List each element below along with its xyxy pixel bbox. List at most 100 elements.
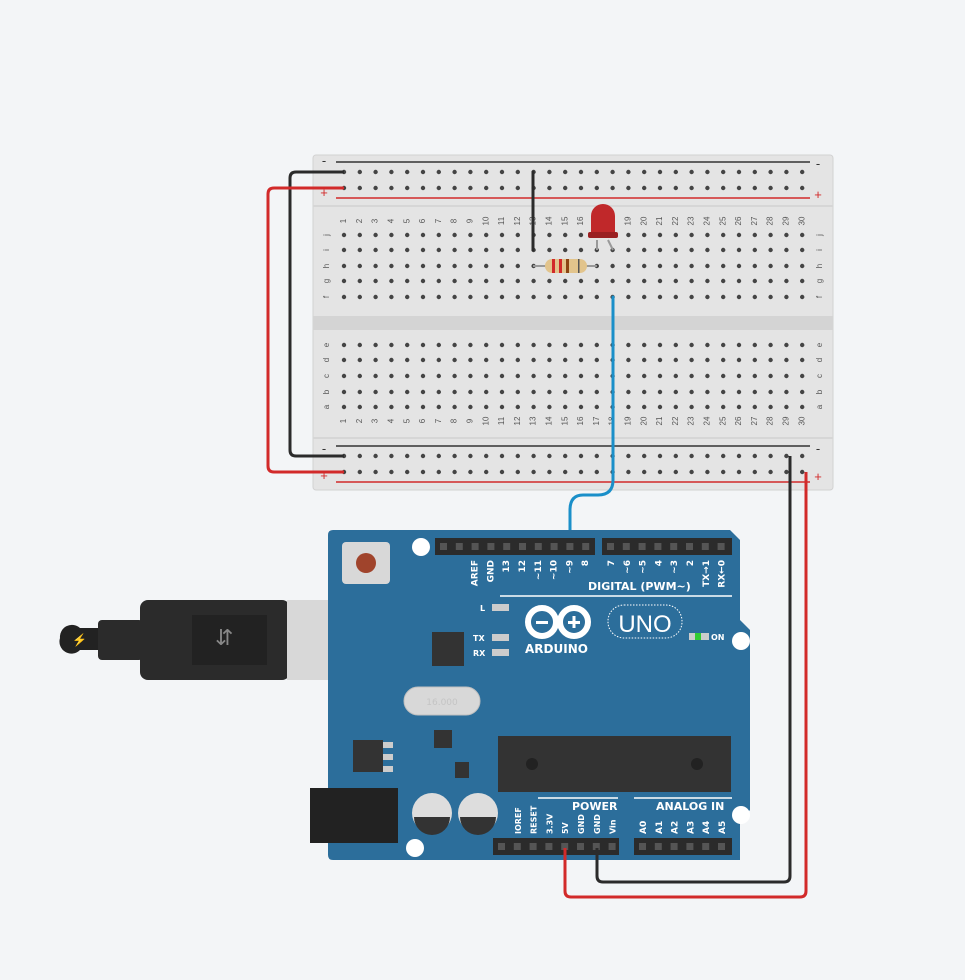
rail-hole[interactable] (673, 469, 678, 475)
breadboard-hole[interactable] (373, 232, 378, 238)
breadboard-hole[interactable] (357, 247, 362, 253)
breadboard-hole[interactable] (563, 294, 568, 300)
breadboard-hole[interactable] (468, 373, 473, 379)
rail-hole[interactable] (484, 453, 489, 459)
breadboard-hole[interactable] (420, 404, 426, 410)
breadboard-hole[interactable] (784, 247, 789, 253)
breadboard-hole[interactable] (436, 294, 441, 300)
breadboard-hole[interactable] (389, 357, 394, 363)
breadboard-hole[interactable] (436, 232, 441, 238)
breadboard-hole[interactable] (800, 373, 805, 379)
rail-hole[interactable] (689, 169, 694, 175)
breadboard-hole[interactable] (800, 278, 805, 284)
breadboard-hole[interactable] (389, 263, 394, 269)
breadboard-hole[interactable] (420, 294, 426, 300)
header-pin[interactable] (519, 543, 526, 550)
breadboard-hole[interactable] (405, 294, 410, 300)
breadboard-hole[interactable] (610, 278, 615, 284)
breadboard-hole[interactable] (705, 294, 710, 300)
breadboard-hole[interactable] (436, 278, 441, 284)
breadboard-hole[interactable] (768, 389, 773, 395)
breadboard-hole[interactable] (531, 278, 536, 284)
breadboard-hole[interactable] (657, 278, 663, 284)
rail-hole[interactable] (547, 453, 552, 459)
breadboard-hole[interactable] (752, 247, 757, 253)
breadboard-hole[interactable] (405, 389, 410, 395)
breadboard-hole[interactable] (752, 373, 757, 379)
breadboard-hole[interactable] (673, 247, 678, 253)
rail-hole[interactable] (389, 169, 394, 175)
breadboard-hole[interactable] (515, 357, 520, 363)
rail-hole[interactable] (784, 169, 789, 175)
breadboard-hole[interactable] (515, 342, 520, 348)
breadboard-hole[interactable] (405, 342, 410, 348)
breadboard-hole[interactable] (357, 357, 362, 363)
breadboard-hole[interactable] (468, 389, 473, 395)
breadboard-hole[interactable] (499, 232, 505, 238)
breadboard-hole[interactable] (484, 294, 489, 300)
breadboard-hole[interactable] (373, 357, 378, 363)
breadboard-hole[interactable] (515, 232, 520, 238)
breadboard-hole[interactable] (736, 247, 742, 253)
breadboard-hole[interactable] (594, 404, 599, 410)
rail-hole[interactable] (420, 453, 426, 459)
breadboard-hole[interactable] (784, 404, 789, 410)
breadboard-hole[interactable] (657, 404, 663, 410)
breadboard-hole[interactable] (547, 389, 552, 395)
rail-hole[interactable] (563, 469, 568, 475)
breadboard-hole[interactable] (499, 263, 505, 269)
breadboard-hole[interactable] (531, 342, 536, 348)
breadboard-hole[interactable] (705, 247, 710, 253)
rail-hole[interactable] (405, 469, 410, 475)
rail-hole[interactable] (768, 453, 773, 459)
rail-hole[interactable] (594, 453, 599, 459)
breadboard-hole[interactable] (547, 294, 552, 300)
header-pin[interactable] (582, 543, 590, 550)
rail-hole[interactable] (499, 453, 505, 459)
breadboard-hole[interactable] (563, 404, 568, 410)
rail-hole[interactable] (721, 185, 726, 191)
rail-hole[interactable] (689, 453, 694, 459)
header-pin[interactable] (686, 843, 694, 850)
breadboard-hole[interactable] (689, 263, 694, 269)
rail-hole[interactable] (768, 469, 773, 475)
header-pin[interactable] (638, 543, 646, 550)
breadboard-hole[interactable] (784, 342, 789, 348)
rail-hole[interactable] (420, 169, 426, 175)
header-pin[interactable] (592, 843, 600, 850)
breadboard-hole[interactable] (389, 247, 394, 253)
breadboard-hole[interactable] (452, 247, 457, 253)
breadboard-hole[interactable] (657, 263, 663, 269)
rail-hole[interactable] (752, 469, 757, 475)
rail-hole[interactable] (736, 185, 742, 191)
rail-hole[interactable] (610, 169, 615, 175)
breadboard-hole[interactable] (341, 232, 347, 238)
breadboard-hole[interactable] (784, 389, 789, 395)
breadboard-hole[interactable] (768, 278, 773, 284)
breadboard-hole[interactable] (752, 404, 757, 410)
breadboard-hole[interactable] (800, 404, 805, 410)
rail-hole[interactable] (515, 453, 520, 459)
breadboard-hole[interactable] (800, 263, 805, 269)
breadboard-hole[interactable] (578, 404, 584, 410)
rail-hole[interactable] (373, 453, 378, 459)
breadboard-hole[interactable] (357, 404, 362, 410)
breadboard-hole[interactable] (389, 294, 394, 300)
breadboard-hole[interactable] (689, 342, 694, 348)
header-pin[interactable] (545, 843, 553, 850)
breadboard-hole[interactable] (484, 373, 489, 379)
rail-hole[interactable] (594, 469, 599, 475)
breadboard-hole[interactable] (800, 357, 805, 363)
rail-hole[interactable] (484, 469, 489, 475)
breadboard-hole[interactable] (736, 357, 742, 363)
rail-hole[interactable] (642, 469, 647, 475)
rail-hole[interactable] (752, 169, 757, 175)
breadboard-hole[interactable] (452, 373, 457, 379)
breadboard-hole[interactable] (626, 389, 631, 395)
rail-hole[interactable] (594, 169, 599, 175)
breadboard-hole[interactable] (578, 373, 584, 379)
breadboard-hole[interactable] (563, 278, 568, 284)
breadboard-hole[interactable] (341, 357, 347, 363)
breadboard-hole[interactable] (373, 373, 378, 379)
